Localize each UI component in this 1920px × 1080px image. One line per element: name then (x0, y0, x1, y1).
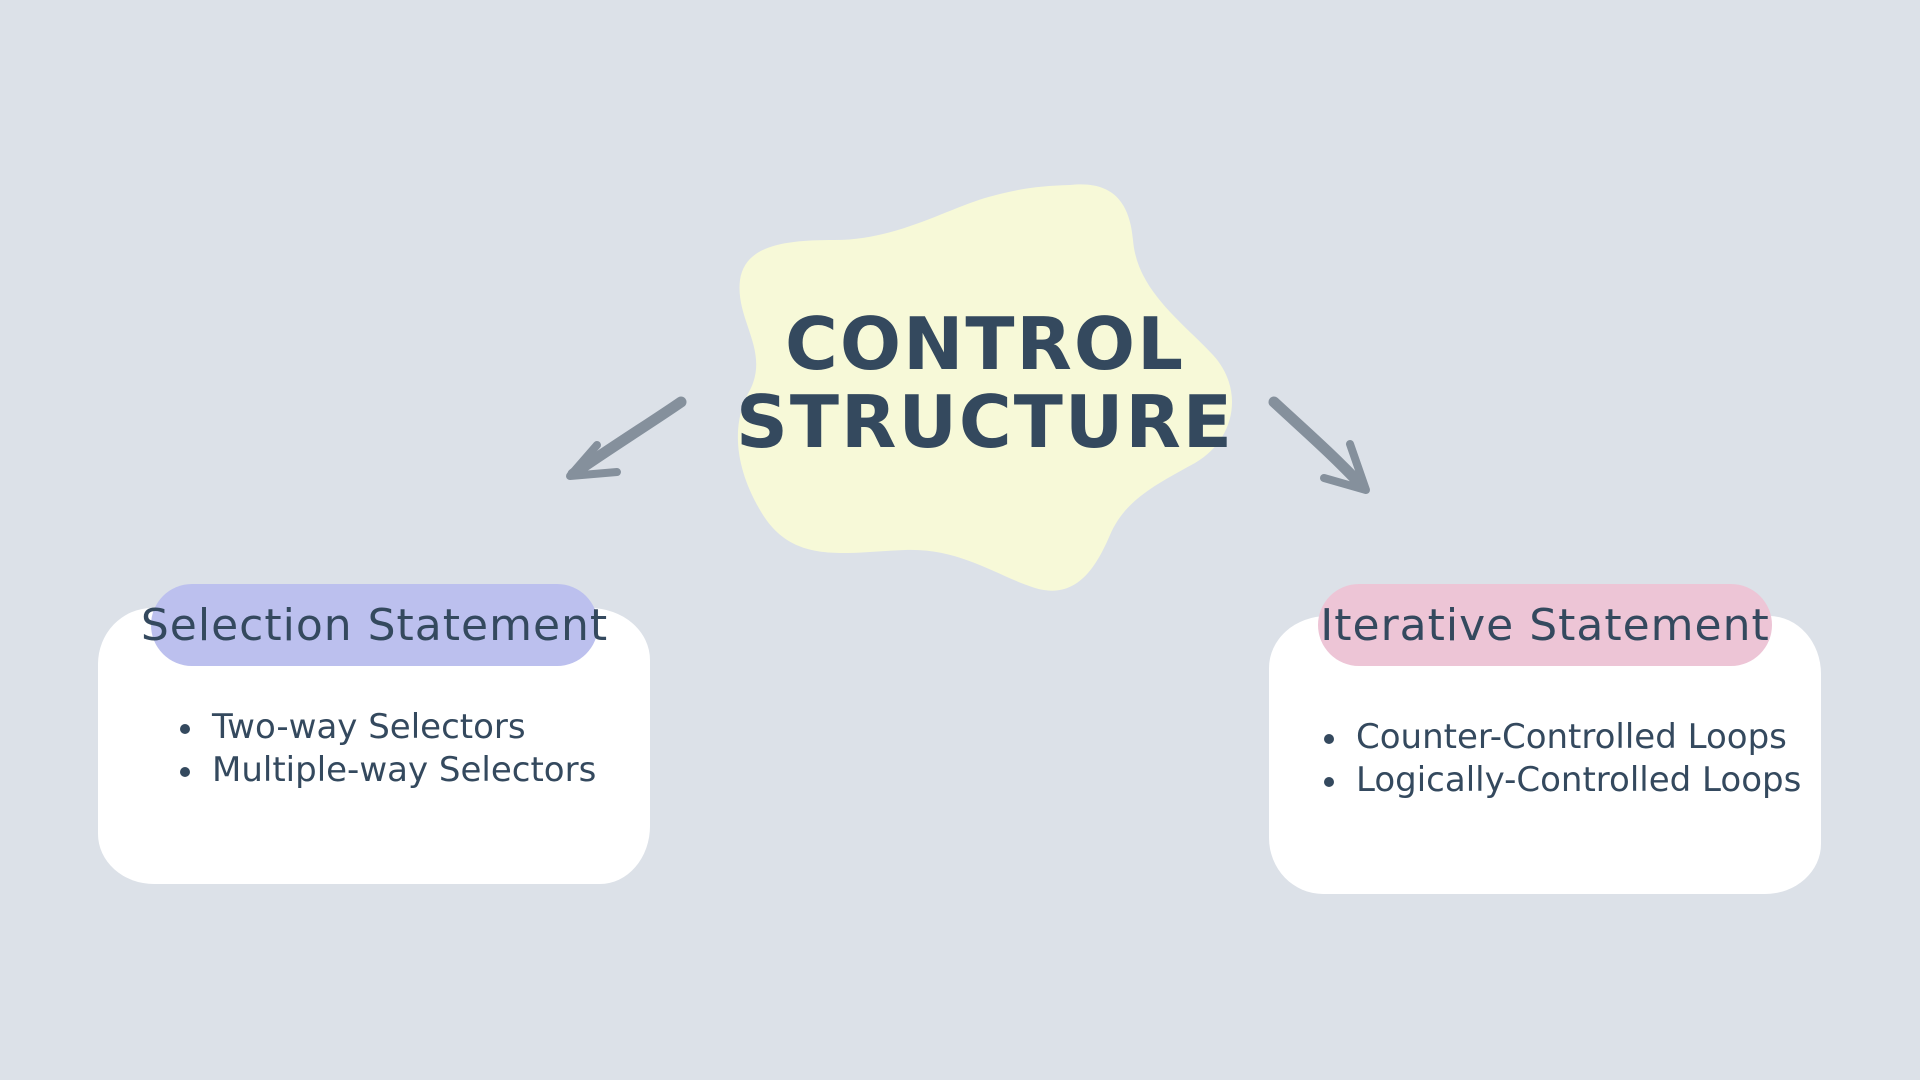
arrow-down-left-icon (566, 396, 687, 480)
selection-list: Two-way Selectors Multiple-way Selectors (180, 706, 596, 792)
iterative-list: Counter-Controlled Loops Logically-Contr… (1324, 716, 1801, 802)
selection-heading: Selection Statement (141, 584, 607, 666)
iterative-heading: Iterative Statement (1318, 584, 1772, 666)
central-title: CONTROL STRUCTURE (735, 305, 1235, 461)
central-title-line1: CONTROL (785, 302, 1185, 386)
central-title-line2: STRUCTURE (736, 380, 1234, 464)
list-item: Counter-Controlled Loops (1324, 716, 1801, 759)
central-blob-shape (737, 184, 1233, 591)
list-item: Multiple-way Selectors (180, 749, 596, 792)
arrow-down-right-icon (1268, 396, 1370, 494)
list-item: Logically-Controlled Loops (1324, 759, 1801, 802)
central-node: CONTROL STRUCTURE (735, 180, 1235, 600)
list-item: Two-way Selectors (180, 706, 596, 749)
